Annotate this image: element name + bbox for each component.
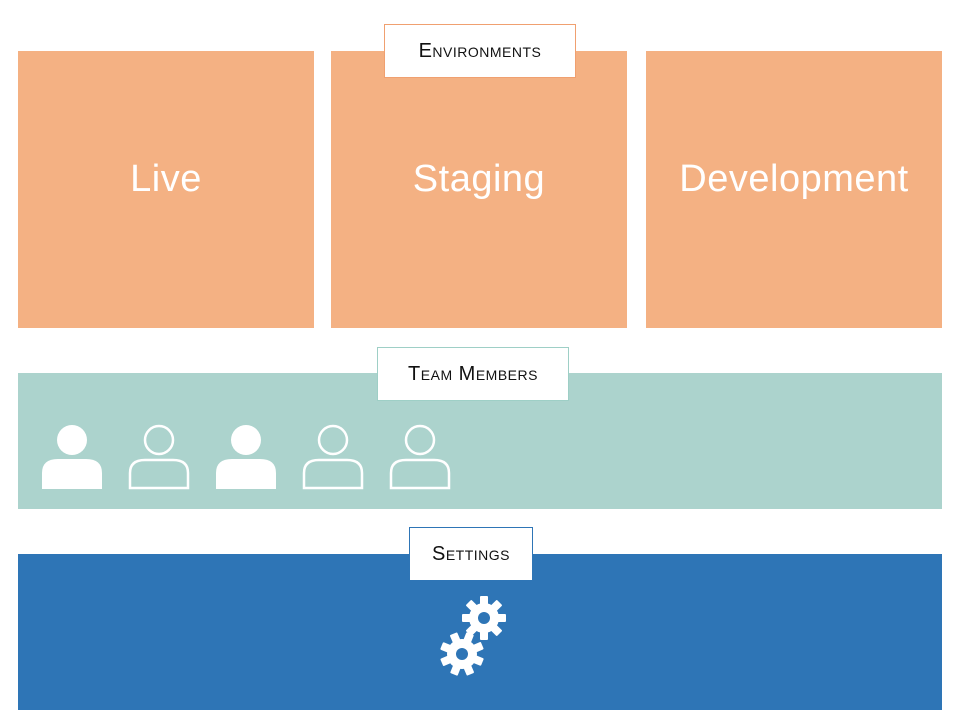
- environment-development-label: Development: [679, 158, 909, 200]
- settings-section-label: Settings: [409, 527, 533, 581]
- team-members-heading: Team Members: [408, 362, 538, 385]
- gears-icon[interactable]: [436, 592, 512, 680]
- environments-heading: Environments: [418, 39, 542, 62]
- settings-heading: Settings: [431, 542, 510, 565]
- person-outline-icon[interactable]: [301, 423, 365, 491]
- team-members-section-label: Team Members: [377, 347, 569, 401]
- person-filled-icon[interactable]: [40, 423, 104, 491]
- person-outline-icon[interactable]: [127, 423, 191, 491]
- environment-staging-label: Staging: [412, 158, 546, 200]
- environment-development[interactable]: Development: [646, 51, 942, 328]
- person-outline-icon[interactable]: [388, 423, 452, 491]
- environment-live-label: Live: [130, 158, 202, 200]
- environment-live[interactable]: Live: [18, 51, 314, 328]
- environments-section-label: Environments: [384, 24, 576, 78]
- person-filled-icon[interactable]: [214, 423, 278, 491]
- environment-staging[interactable]: Staging: [331, 51, 627, 328]
